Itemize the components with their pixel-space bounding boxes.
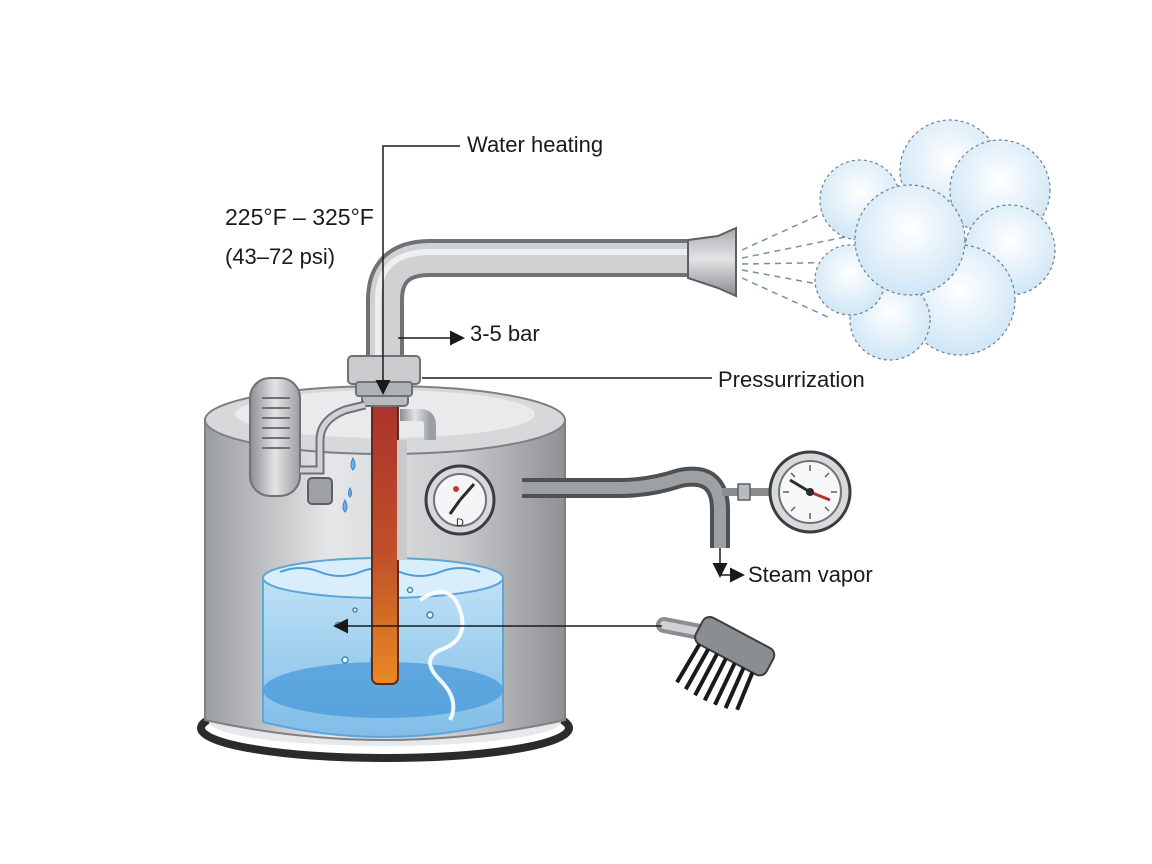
gauge-mark: D [456,517,464,529]
element-side-pipe [397,409,436,560]
label-steam-vapor: Steam vapor [748,562,873,587]
steam-cloud [814,119,1056,361]
steam-swirl [418,590,465,721]
brush-attachment [656,615,776,711]
label-pressure-psi: (43–72 psi) [225,244,336,269]
water-drops [342,456,356,513]
steam-hose [522,466,775,583]
label-pressure-bar: 3-5 bar [470,321,540,346]
output-pipe [347,226,737,397]
label-pressurization: Pressurrization [718,367,865,392]
hose-pressure-gauge [768,450,852,534]
label-temperature-range: 225°F – 325°F [225,204,374,230]
label-water-heating: Water heating [467,132,604,157]
pressure-valve [249,377,367,505]
tank-pressure-gauge [424,464,496,536]
leader-lines [333,145,712,634]
